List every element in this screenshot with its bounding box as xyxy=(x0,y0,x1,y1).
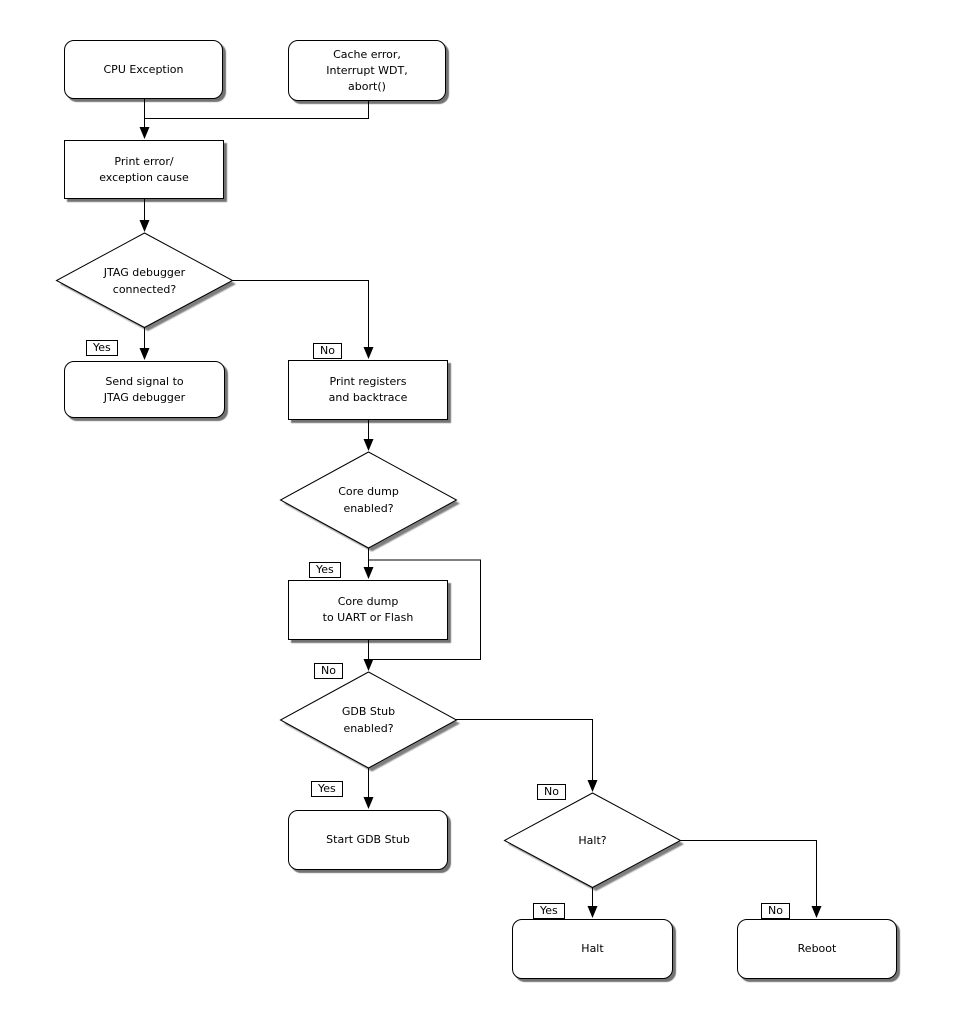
decision-halt-label: Halt? xyxy=(578,833,607,847)
decision-gdb-shape xyxy=(279,671,458,769)
decision-jtag-label: JTAG debugger connected? xyxy=(103,265,186,296)
edge-coredump-no-bypass xyxy=(368,559,481,660)
edge-halt-no xyxy=(679,840,822,918)
node-cache-error: Cache error, Interrupt WDT, abort() xyxy=(288,40,446,101)
edge-label-halt-no: No xyxy=(761,903,790,919)
edge-gdb-no xyxy=(456,719,598,792)
node-start-gdb-stub: Start GDB Stub xyxy=(288,810,448,870)
edge-cache-join xyxy=(144,101,369,119)
edge-label-jtag-yes: Yes xyxy=(86,340,118,356)
edge-label-coredump-yes: Yes xyxy=(309,562,341,578)
node-print-error: Print error/ exception cause xyxy=(64,140,224,199)
node-print-registers: Print registers and backtrace xyxy=(288,360,448,420)
edge-label-gdb-no: No xyxy=(537,784,566,800)
node-send-signal: Send signal to JTAG debugger xyxy=(64,361,225,418)
edge-connectors xyxy=(139,99,822,918)
decision-coredump-label: Core dump enabled? xyxy=(338,485,399,515)
edge-label-jtag-no: No xyxy=(313,343,342,359)
edge-label-gdb-yes: Yes xyxy=(311,781,343,797)
edge-jtag-no xyxy=(232,280,374,359)
decision-coredump-shape xyxy=(279,451,458,549)
node-halt: Halt xyxy=(512,919,673,979)
edge-label-halt-yes: Yes xyxy=(533,903,565,919)
decision-jtag-shape xyxy=(55,232,234,329)
decision-shapes xyxy=(55,232,684,891)
decision-gdb-label: GDB Stub enabled? xyxy=(341,705,396,735)
node-reboot: Reboot xyxy=(737,919,897,979)
decision-halt-shape xyxy=(503,792,682,889)
edge-label-coredump-no: No xyxy=(314,663,343,679)
node-cpu-exception: CPU Exception xyxy=(64,40,223,99)
node-core-dump-dest: Core dump to UART or Flash xyxy=(288,580,448,640)
